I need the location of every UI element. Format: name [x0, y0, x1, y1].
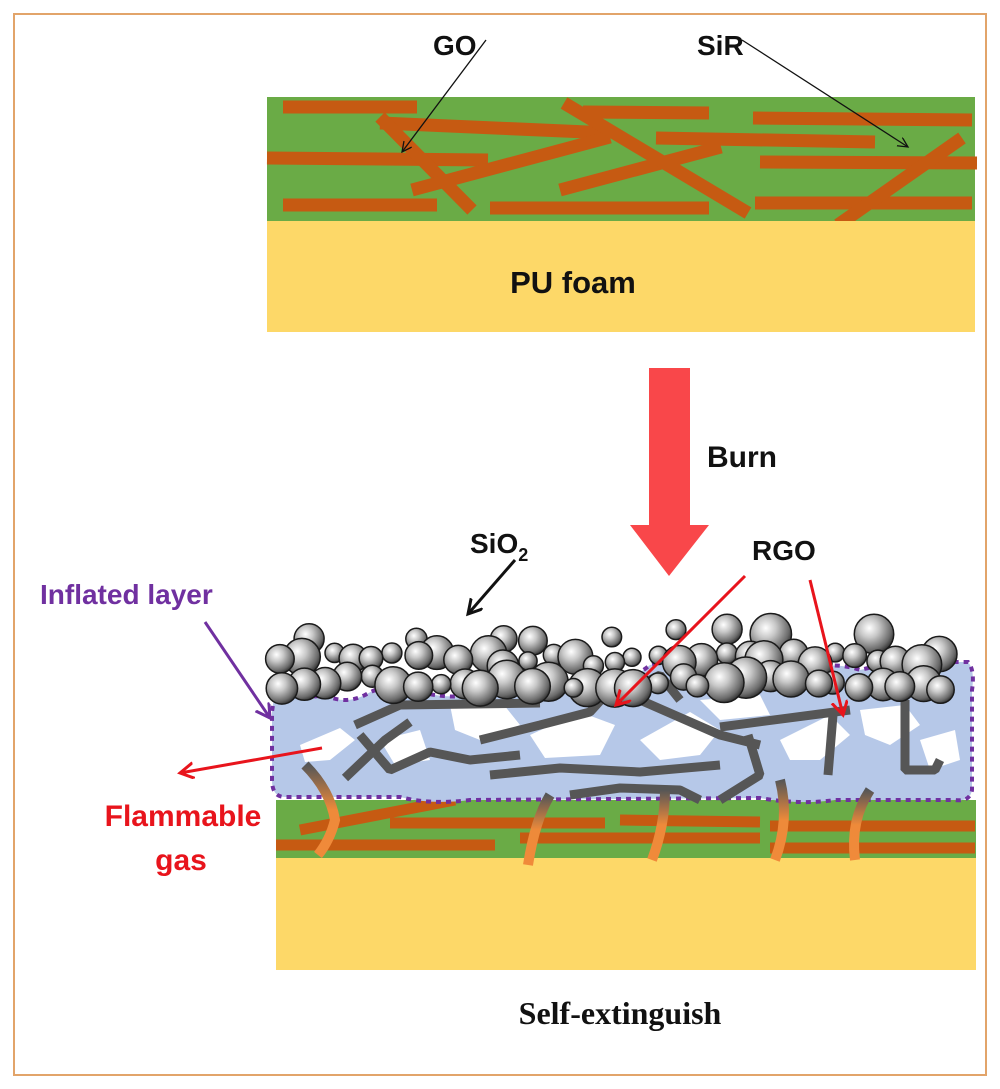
sio2-particle	[685, 673, 710, 698]
rgo-pointer-arrow-1	[616, 574, 747, 705]
sio2-particle	[622, 647, 642, 668]
sio2-particle	[665, 619, 687, 641]
sio2-label: SiO2	[470, 528, 528, 565]
sio2-particle	[711, 613, 743, 646]
sio2-particle	[844, 672, 874, 702]
pu-foam-layer	[267, 221, 975, 332]
go-fiber	[410, 130, 612, 197]
go-fiber	[834, 132, 966, 231]
sio2-particle	[513, 667, 552, 705]
go-fiber	[298, 794, 457, 836]
go-fiber	[560, 97, 752, 219]
sio2-particle	[772, 660, 810, 698]
inflated-layer-label: Inflated layer	[40, 579, 213, 610]
inflated-layer-pointer-arrow	[203, 621, 270, 718]
sio2-label-main: SiO	[470, 528, 518, 559]
sio2-particle	[404, 640, 434, 670]
go-fiber	[759, 155, 978, 170]
rgo-pointer-arrow-2	[808, 579, 843, 715]
sio2-particle	[703, 661, 745, 704]
sir-pointer-arrow	[741, 39, 908, 147]
go-fiber	[752, 111, 973, 127]
pu-foam-layer-burned	[276, 858, 976, 970]
sio2-particle	[461, 669, 499, 707]
sio2-particle	[926, 675, 955, 705]
go-fiber	[619, 814, 761, 828]
go-label: GO	[433, 30, 477, 61]
sio2-particle	[842, 643, 868, 669]
sir-label: SiR	[697, 30, 744, 61]
rgo-label: RGO	[752, 535, 816, 566]
pu-foam-label: PU foam	[510, 265, 636, 300]
sio2-particle	[563, 677, 584, 698]
flammable-gas-arrow	[180, 746, 323, 773]
rgo-tails	[301, 761, 875, 866]
coated-foam-before: PU foam	[266, 97, 978, 332]
sio2-label-subscript: 2	[518, 545, 528, 565]
sio2-particle	[430, 673, 452, 695]
go-pointer-arrow	[402, 39, 487, 152]
go-fiber	[375, 112, 477, 215]
sio2-particles	[264, 612, 958, 708]
go-fiber	[379, 116, 611, 140]
outer-frame	[13, 13, 987, 1076]
go-fiber	[266, 151, 489, 167]
sio2-particle	[517, 625, 548, 656]
sio2-pointer-arrow	[468, 559, 517, 614]
flammable-gas-label-line1: Flammable	[105, 800, 262, 833]
burn-label: Burn	[707, 441, 777, 474]
go-fibers-remaining	[276, 794, 975, 854]
sio2-particle	[265, 671, 299, 705]
sio2-particle	[804, 669, 834, 698]
go-fiber	[655, 131, 876, 149]
burned-foam-after	[264, 612, 976, 970]
flammable-gas-label-line2: gas	[155, 844, 207, 877]
sio2-particle	[601, 626, 623, 648]
self-extinguish-caption: Self-extinguish	[519, 995, 722, 1031]
sio2-particle	[402, 671, 434, 703]
go-fiber	[558, 140, 723, 197]
go-fibers	[266, 97, 978, 231]
sio2-particle	[381, 642, 403, 664]
sio2-particle	[264, 643, 295, 674]
go-fiber	[582, 105, 710, 120]
sio2-particle	[884, 670, 916, 703]
burn-arrow	[630, 368, 709, 576]
